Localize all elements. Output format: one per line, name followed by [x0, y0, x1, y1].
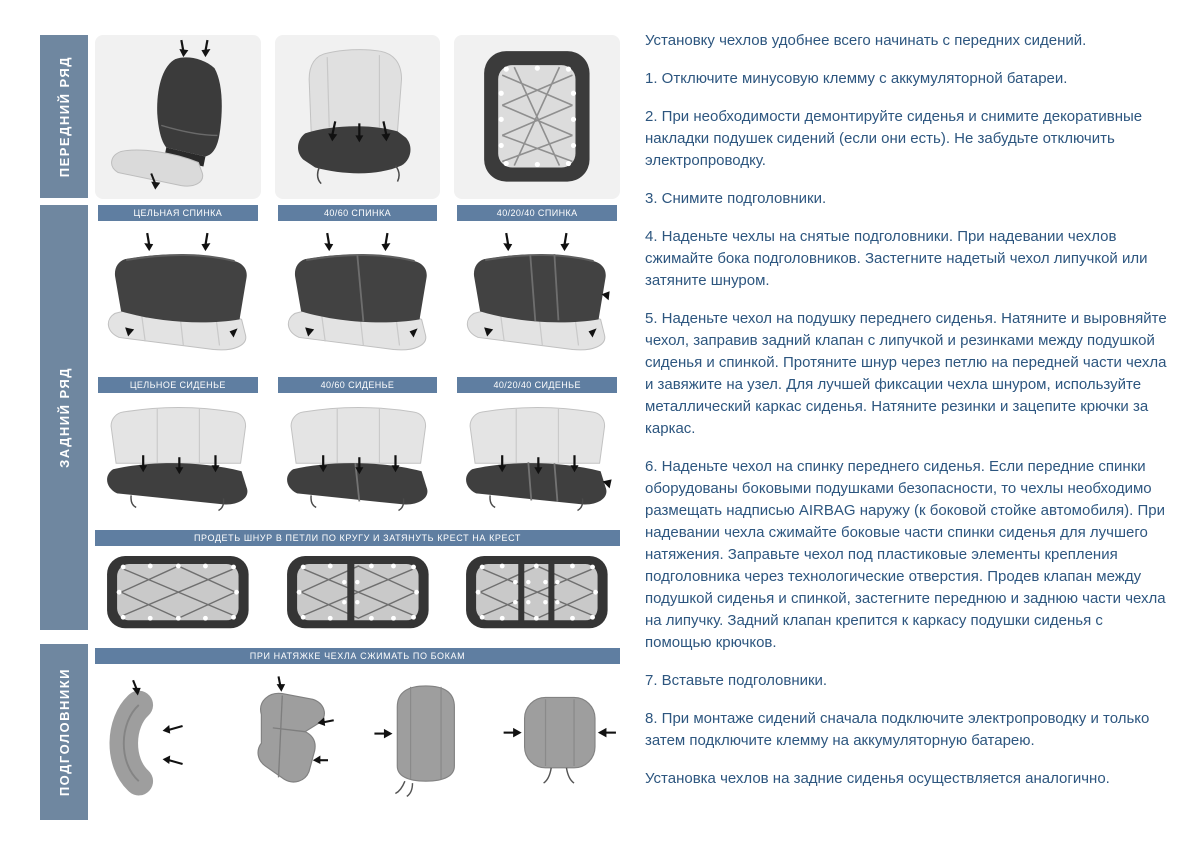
cushion-label-row: ЦЕЛЬНОЕ СИДЕНЬЕ 40/60 СИДЕНЬЕ 40/20/40 С…: [95, 377, 620, 393]
headrest-illustration-row: [95, 670, 620, 820]
rear-cushion-solid-illustration: [107, 407, 248, 512]
diagram-column: ЦЕЛЬНАЯ СПИНКА 40/60 СПИНКА 40/20/40 СПИ…: [95, 0, 620, 849]
instruction-step-7: 7. Вставьте подголовники.: [645, 672, 828, 689]
lacing-illustration-row: [95, 552, 620, 632]
instruction-step-4: 4. Наденьте чехлы на снятые подголовники…: [645, 228, 1148, 289]
label-solid-backrest: ЦЕЛЬНАЯ СПИНКА: [98, 205, 258, 221]
lacing-net: [120, 565, 236, 620]
cover-back-lacing-illustration: [484, 51, 590, 182]
lacing-solid-cell: [95, 552, 261, 632]
split-seams: [527, 462, 559, 502]
instruction-step-2: 2. При необходимости демонтируйте сидень…: [645, 108, 1143, 169]
backrest-solid-cell: [95, 227, 261, 372]
label-4060-cushion: 40/60 СИДЕНЬЕ: [277, 377, 438, 393]
backrest-4060-cell: [275, 227, 441, 372]
backrest-402040-cell: [454, 227, 620, 372]
down-arrows: [180, 39, 209, 52]
instruction-step-5: 5. Наденьте чехол на подушку переднего с…: [645, 310, 1167, 437]
rear-cushion-402040-illustration: [466, 407, 612, 512]
split-band-right: [548, 560, 555, 625]
instruction-step-1: 1. Отключите минусовую клемму с аккумуля…: [645, 70, 1068, 87]
instruction-intro: Установку чехлов удобнее всего начинать …: [645, 32, 1087, 49]
backrest-illustration-row: [95, 227, 620, 369]
split-seam: [356, 255, 364, 322]
lacing-banner: ПРОДЕТЬ ШНУР В ПЕТЛИ ПО КРУГУ И ЗАТЯНУТЬ…: [95, 530, 620, 546]
instruction-text-column: Установку чехлов удобнее всего начинать …: [645, 30, 1167, 806]
headrest-pillow-illustration: [503, 696, 617, 784]
instruction-step-6: 6. Наденьте чехол на спинку переднего си…: [645, 458, 1166, 651]
front-seat-cover-back-panel: [454, 35, 620, 199]
headrest-folded-illustration: [257, 676, 334, 783]
section-label-headrests: ПОДГОЛОВНИКИ: [56, 667, 72, 797]
split-seam: [354, 463, 360, 502]
lacing-back-402040-illustration: [466, 556, 608, 629]
cover-cords: [394, 780, 413, 797]
headrest-banner: ПРИ НАТЯЖКЕ ЧЕХЛА СЖИМАТЬ ПО БОКАМ: [95, 648, 620, 664]
split-seams: [529, 254, 560, 322]
front-seat-cushion-illustration: [297, 49, 411, 185]
front-seat-cushion-cover-panel: [274, 35, 441, 199]
headrest-curved-illustration: [109, 679, 183, 796]
section-label-front-row: ПЕРЕДНИЙ РЯД: [56, 55, 72, 178]
down-arrows: [146, 232, 209, 246]
cushion-4060-cell: [275, 399, 441, 527]
section-bar-headrests: ПОДГОЛОВНИКИ: [40, 644, 88, 820]
front-seat-side-illustration: [111, 39, 222, 190]
rear-backrest-solid-illustration: [107, 232, 247, 351]
lacing-loops: [498, 65, 577, 168]
headrest-curved-cell: [95, 670, 219, 820]
backrest-label-row: ЦЕЛЬНАЯ СПИНКА 40/60 СПИНКА 40/20/40 СПИ…: [95, 205, 620, 221]
rear-backrest-4060-illustration: [287, 232, 427, 351]
section-bar-front-row: ПЕРЕДНИЙ РЯД: [40, 35, 88, 198]
section-bar-back-row: ЗАДНИЙ РЯД: [40, 205, 88, 630]
headrest-barrel-illustration: [373, 685, 455, 797]
label-4060-backrest: 40/60 СПИНКА: [277, 205, 438, 221]
lacing-402040-cell: [454, 552, 620, 632]
instruction-outro: Установка чехлов на задние сиденья осуще…: [645, 770, 1110, 787]
lacing-net: [502, 66, 574, 166]
rear-cushion-4060-illustration: [286, 407, 428, 512]
section-label-back-row: ЗАДНИЙ РЯД: [56, 367, 72, 468]
cushion-illustration-row: [95, 399, 620, 525]
cushion-solid-cell: [95, 399, 261, 527]
front-seat-backrest-cover-panel: [95, 35, 261, 199]
rear-backrest-402040-illustration: [467, 232, 610, 351]
down-arrows: [325, 232, 389, 246]
lacing-back-4060-illustration: [286, 556, 429, 629]
label-402040-backrest: 40/20/40 СПИНКА: [457, 205, 617, 221]
headrest-pillow-cell: [496, 670, 620, 820]
split-band-left: [518, 560, 525, 625]
cushion-402040-cell: [454, 399, 620, 527]
cover-cords: [543, 767, 575, 784]
headrest-barrel-cell: [363, 670, 487, 820]
instruction-step-8: 8. При монтаже сидений сначала подключит…: [645, 710, 1150, 749]
label-solid-cushion: ЦЕЛЬНОЕ СИДЕНЬЕ: [98, 377, 258, 393]
label-402040-cushion: 40/20/40 СИДЕНЬЕ: [457, 377, 617, 393]
headrest-folded-cell: [229, 670, 353, 820]
instruction-step-3: 3. Снимите подголовники.: [645, 190, 827, 207]
lacing-back-solid-illustration: [107, 556, 249, 629]
split-band: [346, 560, 354, 625]
lacing-4060-cell: [275, 552, 441, 632]
lacing-loops: [116, 563, 239, 621]
down-arrows: [505, 232, 568, 246]
front-seat-illustration-row: [95, 35, 620, 199]
down-arrows: [330, 121, 388, 138]
